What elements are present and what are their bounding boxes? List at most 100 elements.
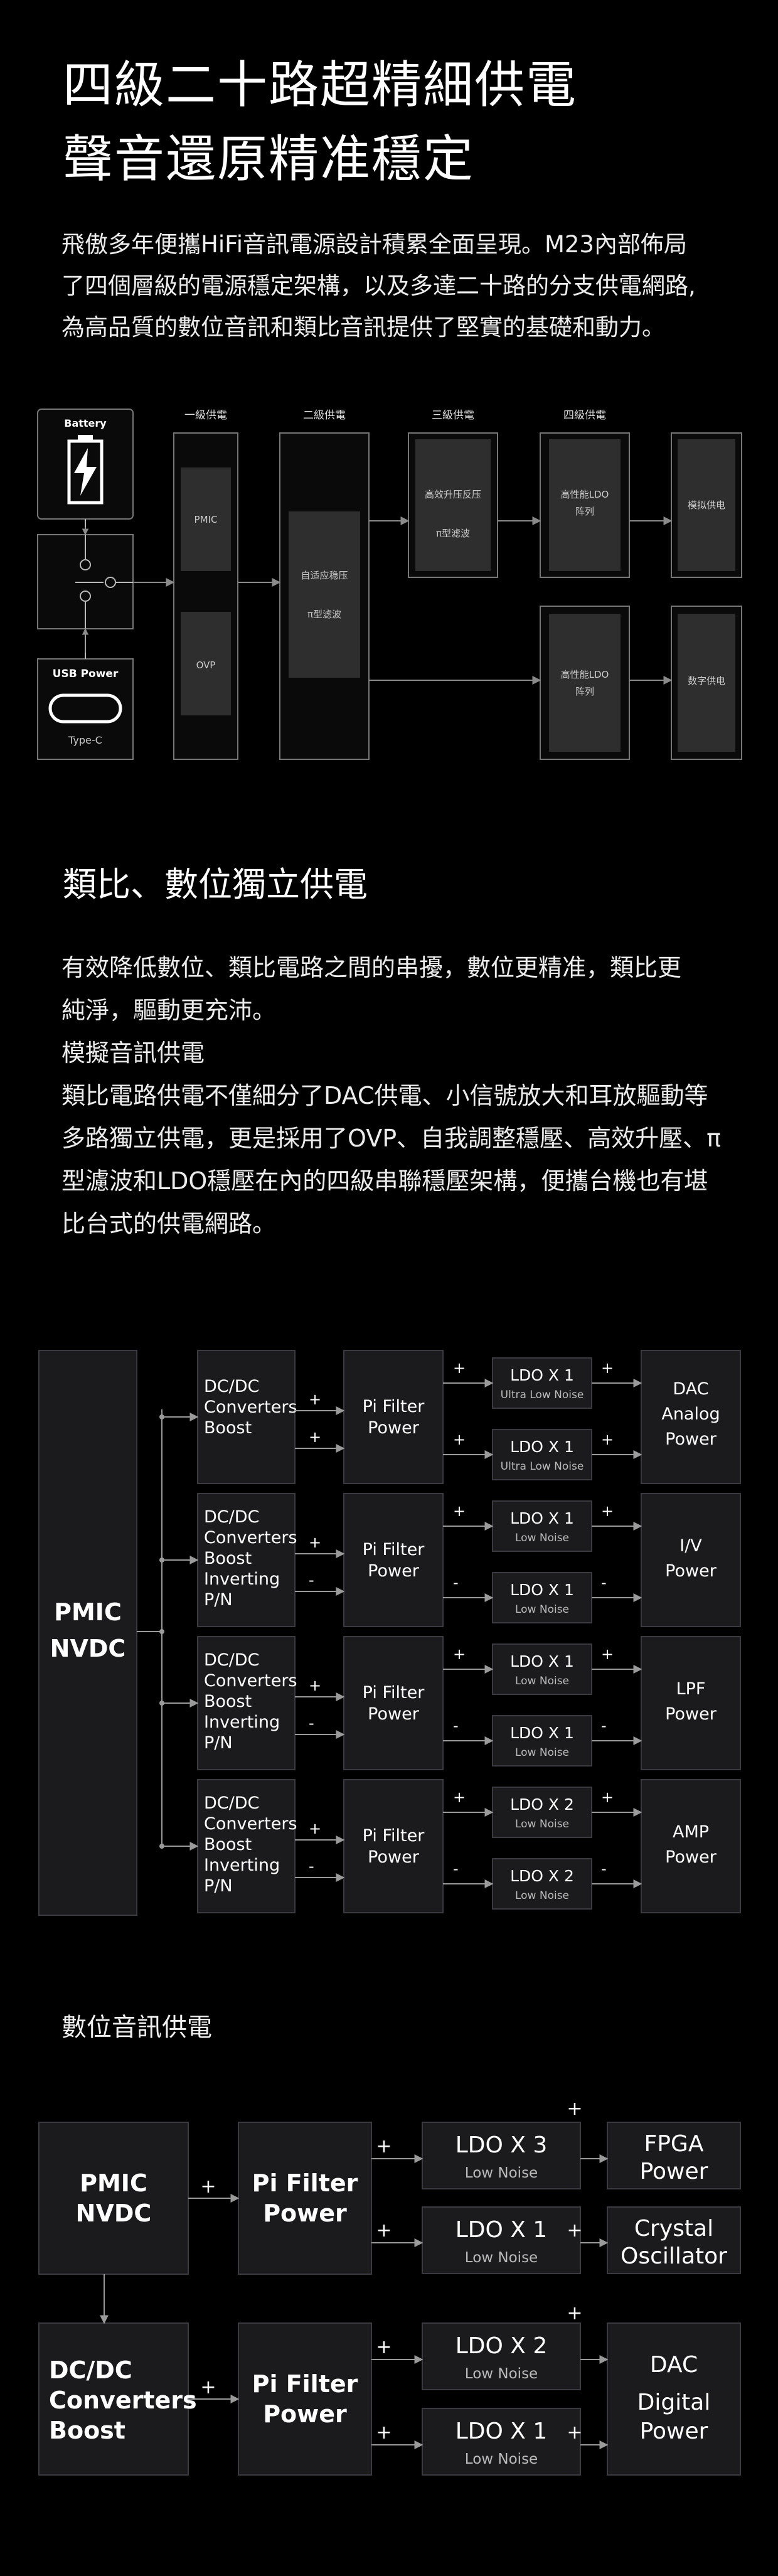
pmic-nvdc-box (38, 1350, 137, 1916)
polarity-sign: - (601, 1574, 607, 1591)
fpga-power-box (607, 2122, 741, 2189)
power-label: Power (640, 2418, 708, 2444)
usb-c-icon (48, 693, 122, 724)
polarity-sign: + (453, 1359, 466, 1377)
polarity-sign: + (453, 1431, 466, 1448)
section2-line: 類比電路供電不僅細分了DAC供電、小信號放大和耳放驅動等 (61, 1082, 708, 1109)
ldo-bottom-sub: Low Noise (515, 1603, 569, 1616)
polarity-sign: - (601, 1717, 607, 1734)
polarity-sign: + (601, 1645, 614, 1663)
output-power-box (641, 1636, 741, 1770)
polarity-sign: - (309, 1857, 314, 1875)
ldo-top-sub: Ultra Low Noise (501, 1389, 584, 1401)
dcdc-converter-box (197, 1350, 296, 1484)
polarity-sign: + (601, 1788, 614, 1806)
polarity-sign: - (309, 1571, 314, 1589)
converter-label-line: Converters (204, 1814, 297, 1834)
plus-sign: + (567, 2302, 582, 2324)
pi-filter-box-bottom (238, 2322, 372, 2476)
converter-label-line: Boost (204, 1418, 252, 1438)
polarity-sign: + (453, 1788, 466, 1806)
ldo-array-top-label-2: 阵列 (575, 506, 594, 517)
ldo-bottom-label: LDO X 1 (510, 1724, 574, 1742)
oscillator-label: Oscillator (621, 2243, 727, 2269)
converter-label-line: DC/DC (204, 1377, 259, 1396)
section2-paragraph: 有效降低數位、類比電路之間的串擾，數位更精准，類比更 純淨，驅動更充沛。 模擬音… (61, 946, 739, 1245)
pi-filter-box-top (238, 2122, 372, 2275)
pmic-label: PMIC (54, 1598, 122, 1626)
digital-label: Digital (637, 2390, 711, 2415)
page-title-line-2: 聲音還原精准穩定 (63, 130, 474, 188)
polarity-sign: - (601, 1860, 607, 1878)
ldo-bottom-sub: Ultra Low Noise (501, 1460, 584, 1473)
pi-filter-box (343, 1636, 444, 1770)
plus-sign: + (567, 2220, 582, 2242)
polarity-sign: + (309, 1428, 321, 1446)
level-label-1: 一級供電 (184, 409, 227, 422)
battery-label: Battery (64, 417, 107, 429)
section-title-digital: 數位音訊供電 (61, 2013, 212, 2042)
level-label-4: 四級供電 (563, 409, 606, 422)
section2-line: 模擬音訊供電 (61, 1039, 205, 1067)
ldo-x1-box-bottom (422, 2408, 581, 2476)
pmic-block-label: PMIC (194, 514, 218, 525)
output-label-line: Power (665, 1847, 717, 1867)
converter-label-line: DC/DC (204, 1793, 259, 1813)
level-label-3: 三級供電 (432, 409, 474, 422)
polarity-sign: + (309, 1534, 321, 1551)
pi-filter-power-label: Power (368, 1847, 420, 1867)
digital-power-diagram: PMIC NVDC DC/DC Converters Boost Pi Filt… (38, 2098, 741, 2476)
converter-label-line: Boost (204, 1692, 252, 1711)
converter-label-line: Inverting (204, 1569, 280, 1589)
pi-filter-box (343, 1350, 444, 1484)
converter-label-line: DC/DC (204, 1650, 259, 1670)
switch-icon (75, 519, 133, 659)
ldo-bottom-sub: Low Noise (515, 1889, 569, 1902)
ldo-bottom-sub: Low Noise (515, 1746, 569, 1759)
battery-icon (67, 435, 104, 505)
polarity-sign: + (601, 1359, 614, 1377)
intro-paragraph: 飛傲多年便攜HiFi音訊電源設計積累全面呈現。M23內部佈局 了四個層級的電源穩… (61, 224, 739, 348)
dcdc-converter-box (197, 1779, 296, 1913)
junction-dot (159, 1629, 164, 1634)
ldo-box-bottom (492, 1429, 592, 1480)
polarity-sign: - (309, 1714, 314, 1732)
pi-filter-label: Pi Filter (363, 1397, 425, 1416)
output-label-line: AMP (673, 1822, 709, 1842)
ldo-top-sub: Low Noise (515, 1818, 569, 1830)
ldo-bottom-label: LDO X 1 (510, 1581, 574, 1599)
ldo-x3-sub: Low Noise (465, 2165, 538, 2181)
converter-label-line: Inverting (204, 1713, 280, 1732)
section2-line: 有效降低數位、類比電路之間的串擾，數位更精准，類比更 (61, 954, 682, 981)
pi-filter-label: Pi Filter (252, 2370, 358, 2398)
ldo-array-bottom-label-1: 高性能LDO (561, 669, 609, 680)
dcdc-converter-box (197, 1493, 296, 1627)
ovp-block-label: OVP (196, 660, 216, 671)
polarity-sign: + (453, 1645, 466, 1663)
output-label-line: I/V (679, 1536, 702, 1556)
output-power-box (641, 1493, 741, 1627)
dac-label: DAC (650, 2352, 698, 2378)
pi-filter-label: Pi Filter (363, 1683, 425, 1702)
pi-filter-power-label: Power (368, 1704, 420, 1724)
power-label: Power (263, 2199, 347, 2227)
crystal-oscillator-box (607, 2206, 741, 2274)
boost-inverting-label: 高效升压反压 (425, 489, 481, 500)
pi-filter-box (343, 1779, 444, 1913)
ldo-top-sub: Low Noise (515, 1675, 569, 1687)
pmic-label: PMIC (80, 2169, 147, 2197)
ldo-array-top-label-1: 高性能LDO (561, 489, 609, 500)
polarity-sign: + (309, 1391, 321, 1408)
converter-label-line: P/N (204, 1876, 233, 1896)
ldo-x1-sub: Low Noise (465, 2250, 538, 2266)
analog-supply-label: 模拟供电 (688, 500, 725, 511)
ldo-x1-label: LDO X 1 (456, 2418, 548, 2444)
plus-sign: + (376, 2422, 392, 2444)
junction-dot (159, 1558, 164, 1563)
ldo-box-top (492, 1643, 592, 1695)
output-label-line: Analog (661, 1404, 720, 1424)
pi-filter-label: Pi Filter (363, 1826, 425, 1846)
junction-dot (159, 1844, 164, 1849)
